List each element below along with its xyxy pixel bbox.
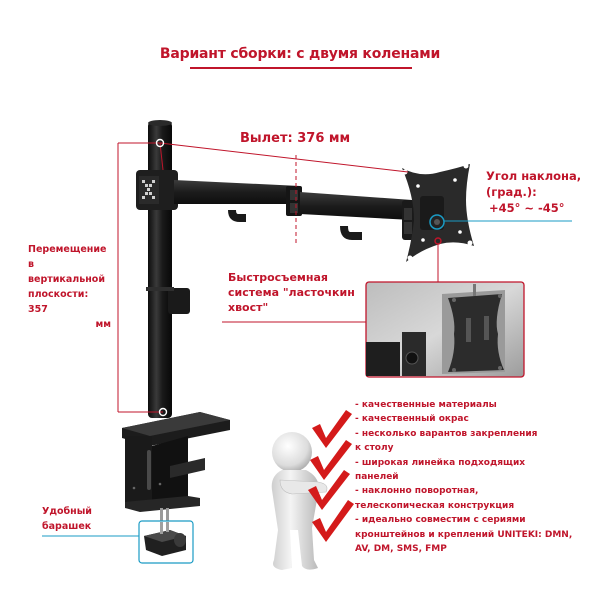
dovetail-label-line1: Быстросъемная (228, 271, 328, 284)
vertical-label-line1: Перемещение (28, 244, 107, 255)
page-title: Вариант сборки: с двумя коленами (159, 46, 441, 62)
feature-line: AV, DM, SMS, FMP (355, 544, 447, 555)
desk-clamp (122, 412, 230, 530)
feature-line: к столу (355, 443, 394, 454)
feature-line: - качественные материалы (355, 400, 497, 410)
pole (146, 120, 190, 418)
knob-label-line2: барашек (42, 521, 92, 532)
feature-line: - качественный окрас (355, 414, 469, 425)
dovetail-inset-photo (365, 281, 525, 378)
checkmarks (308, 410, 354, 542)
feature-line: - несколько варантов закрепления (355, 428, 538, 439)
arm (136, 170, 430, 240)
bottom-pivot-marker (158, 407, 168, 417)
vertical-travel-label: Перемещение в вертикальной плоскости: 35… (28, 242, 111, 332)
vertical-label-line2: в вертикальной (28, 259, 105, 285)
vertical-label-line4: мм (95, 319, 111, 330)
knob-label-line1: Удобный (42, 506, 92, 517)
dovetail-system-label: Быстросъемная система "ласточкин хвост" (228, 270, 355, 315)
tilt-label-line3: +45° ~ -45° (489, 201, 565, 215)
feature-line: - наклонно поворотная, (355, 486, 479, 497)
features-list: - качественные материалы - качественный … (355, 398, 595, 556)
feature-line: - широкая линейка подходящих (355, 457, 526, 468)
tilt-label-line1: Угол наклона, (486, 169, 582, 183)
dimension-lines (117, 142, 439, 413)
dovetail-label-line2: система "ласточкин (228, 286, 355, 299)
vertical-label-line3: плоскости: 357 (28, 289, 89, 315)
feature-line: кронштейнов и креплений UNITEKI: DMN, (355, 529, 573, 540)
blue-leader-lines (42, 220, 572, 537)
tilt-angle-label: Угол наклона, (град.): +45° ~ -45° (486, 168, 581, 216)
knob-label: Удобный барашек (42, 504, 92, 534)
vesa-plate (402, 163, 474, 262)
feature-line: телескопическая конструкция (355, 500, 515, 511)
tilt-label-line2: (град.): (486, 185, 537, 199)
reach-dimension-label: Вылет: 376 мм (240, 131, 351, 146)
title-underline (190, 67, 412, 69)
top-pivot-marker (155, 138, 165, 148)
dovetail-label-line3: хвост" (228, 301, 269, 314)
knob-inset (138, 520, 194, 564)
feature-line: панелей (355, 472, 399, 483)
feature-line: - идеально совместим с сериями (355, 515, 526, 526)
